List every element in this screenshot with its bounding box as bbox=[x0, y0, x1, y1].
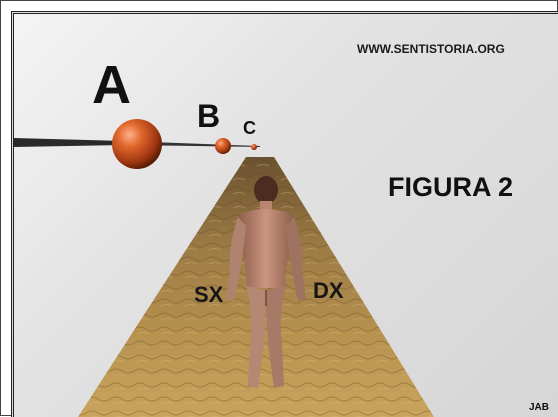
author-signature: JAB bbox=[529, 402, 550, 413]
sphere-b-label: B bbox=[197, 98, 221, 134]
left-side-label: SX bbox=[194, 282, 224, 307]
sphere-a bbox=[112, 119, 162, 169]
scene-drawing bbox=[14, 119, 434, 417]
right-side-label: DX bbox=[313, 278, 344, 303]
illustration-canvas: WWW.SENTISTORIA.ORG A B C FIGURA 2 SX DX… bbox=[11, 11, 558, 417]
human-figure bbox=[226, 176, 306, 388]
sphere-c bbox=[251, 144, 257, 150]
sphere-c-label: C bbox=[243, 118, 256, 138]
sphere-a-label: A bbox=[92, 55, 131, 115]
sphere-b bbox=[215, 138, 231, 154]
website-watermark: WWW.SENTISTORIA.ORG bbox=[357, 42, 505, 56]
figure-title: FIGURA 2 bbox=[388, 172, 514, 202]
